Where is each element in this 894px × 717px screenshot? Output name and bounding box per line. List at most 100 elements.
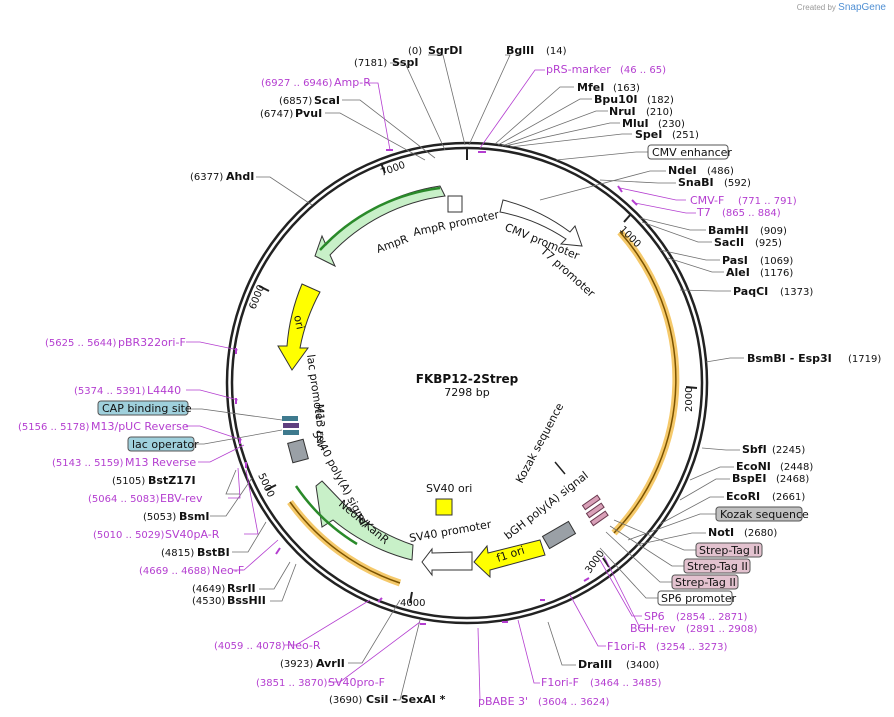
- enzyme-labels-left: (7181) SspI (6857) ScaI (6747) PvuI (637…: [112, 56, 446, 706]
- tick-label: 4000: [400, 598, 425, 609]
- primer-range: (5625 .. 5644): [45, 338, 117, 349]
- primer-name: Neo-F: [212, 564, 244, 577]
- primer-leaders: [186, 69, 696, 701]
- boxed-feature-labels: CMV enhancer Kozak sequence Strep-Tag II…: [97, 144, 809, 606]
- enzyme-pos: (14): [546, 46, 567, 57]
- plasmid-size: 7298 bp: [444, 386, 489, 399]
- enzyme-pos: (2448): [780, 462, 813, 473]
- primer-labels: pRS-marker (46 .. 65) CMV-F (771 .. 791)…: [18, 63, 797, 708]
- primer-name: pRS-marker: [546, 63, 611, 76]
- ori-arrow: [277, 283, 321, 371]
- enzyme-pos: (6747): [260, 109, 293, 120]
- enzyme-name: SspI: [392, 56, 418, 69]
- primer-range: (4059 .. 4078): [214, 641, 286, 652]
- enzyme-name: Bpu10I: [594, 93, 638, 106]
- snapgene-credit: Created by SnapGene: [797, 2, 886, 13]
- enzyme-pos: (4530): [192, 596, 225, 607]
- enzyme-name: RsrII: [227, 582, 256, 595]
- primer-name: F1ori-R: [607, 640, 647, 653]
- primer-name: Neo-R: [287, 639, 321, 652]
- enzyme-pos: (3400): [626, 660, 659, 671]
- enzyme-pos: (592): [724, 178, 751, 189]
- enzyme-pos: (909): [760, 226, 787, 237]
- kozak-marker: [554, 461, 566, 475]
- enzyme-pos: (1373): [780, 287, 813, 298]
- cap-lac-markers: [282, 416, 299, 435]
- feature-box-label: SP6 promoter: [661, 592, 737, 605]
- neor-kanr-arrow: [315, 480, 414, 561]
- primer-name: M13 Reverse: [125, 456, 196, 469]
- enzyme-name: SbfI: [742, 443, 767, 456]
- primer-marks: [235, 149, 638, 625]
- enzyme-name: BstZ17I: [148, 474, 196, 487]
- primer-range: (3851 .. 3870): [256, 678, 328, 689]
- enzyme-pos: (3690): [329, 695, 362, 706]
- enzyme-pos: (2661): [772, 492, 805, 503]
- primer-name: EBV-rev: [160, 492, 203, 505]
- enzyme-pos: (6377): [190, 172, 223, 183]
- enzyme-name: BstBI: [197, 546, 230, 559]
- enzyme-name: BssHII: [227, 594, 266, 607]
- primer-range: (2891 .. 2908): [686, 624, 758, 635]
- enzyme-name: DraIII: [578, 658, 612, 671]
- strep-tag-markers: [581, 494, 609, 527]
- enzyme-pos: (486): [707, 166, 734, 177]
- enzyme-name: CsiI - SexAI *: [366, 693, 446, 706]
- tick-label: 3000: [583, 549, 607, 576]
- tick-label: 2000: [684, 387, 695, 412]
- enzyme-name: AvrII: [316, 657, 345, 670]
- primer-name: pBABE 3': [478, 695, 528, 708]
- enzyme-pos: (1069): [760, 256, 793, 267]
- primer-name: Amp-R: [334, 76, 371, 89]
- primer-range: (5156 .. 5178): [18, 422, 90, 433]
- feature-box-label: lac operator: [132, 438, 199, 451]
- enzyme-name: BamHI: [708, 224, 749, 237]
- enzyme-pos: (163): [613, 83, 640, 94]
- tick-marks: [258, 148, 698, 604]
- primer-range: (4669 .. 4688): [139, 566, 211, 577]
- enzyme-pos: (210): [646, 107, 673, 118]
- enzyme-name: BsmBI - Esp3I: [747, 352, 832, 365]
- bgh-polya-box: [541, 520, 577, 550]
- enzyme-name: EcoRI: [726, 490, 760, 503]
- primer-name: F1ori-F: [541, 676, 579, 689]
- enzyme-name: MfeI: [577, 81, 604, 94]
- sv40-ori-box: [435, 498, 453, 516]
- enzyme-name: AleI: [726, 266, 750, 279]
- primer-range: (3604 .. 3624): [538, 697, 610, 708]
- f1-ori-arrow: [473, 539, 546, 579]
- feature-label: Kozak sequence: [513, 401, 566, 486]
- primer-range: (5143 .. 5159): [52, 458, 124, 469]
- enzyme-pos: (5105): [112, 476, 145, 487]
- lac-promoter-box: [287, 438, 309, 464]
- enzyme-name: SacII: [714, 236, 744, 249]
- snapgene-logo: SnapGene: [838, 2, 886, 13]
- enzyme-pos: (1176): [760, 268, 793, 279]
- enzyme-pos: (230): [658, 119, 685, 130]
- enzyme-pos: (0): [408, 46, 422, 57]
- primer-range: (5374 .. 5391): [74, 386, 146, 397]
- primer-name: M13/pUC Reverse: [91, 420, 189, 433]
- enzyme-name: AhdI: [226, 170, 254, 183]
- primer-range: (3254 .. 3273): [656, 642, 728, 653]
- enzyme-name: PaqCI: [733, 285, 768, 298]
- primer-range: (6927 .. 6946): [261, 78, 333, 89]
- enzyme-name: EcoNI: [736, 460, 771, 473]
- enzyme-pos: (7181): [354, 58, 387, 69]
- primer-range: (865 .. 884): [722, 208, 781, 219]
- enzyme-name: ScaI: [314, 94, 340, 107]
- enzyme-name: NruI: [609, 105, 636, 118]
- primer-name: L4440: [147, 384, 181, 397]
- enzyme-name: BsmI: [179, 510, 210, 523]
- primer-name: SV40pro-F: [328, 676, 385, 689]
- primer-range: (3464 .. 3485): [590, 678, 662, 689]
- primer-range: (771 .. 791): [738, 196, 797, 207]
- primer-name: T7: [696, 206, 711, 219]
- feature-label: AmpR promoter: [412, 208, 501, 239]
- cmv-promoter-arrow: [499, 199, 583, 247]
- ampr-promoter-arrow: [447, 195, 463, 213]
- primer-range: (5064 .. 5083): [88, 494, 160, 505]
- enzyme-pos: (6857): [279, 96, 312, 107]
- tick-label: 6000: [248, 283, 268, 311]
